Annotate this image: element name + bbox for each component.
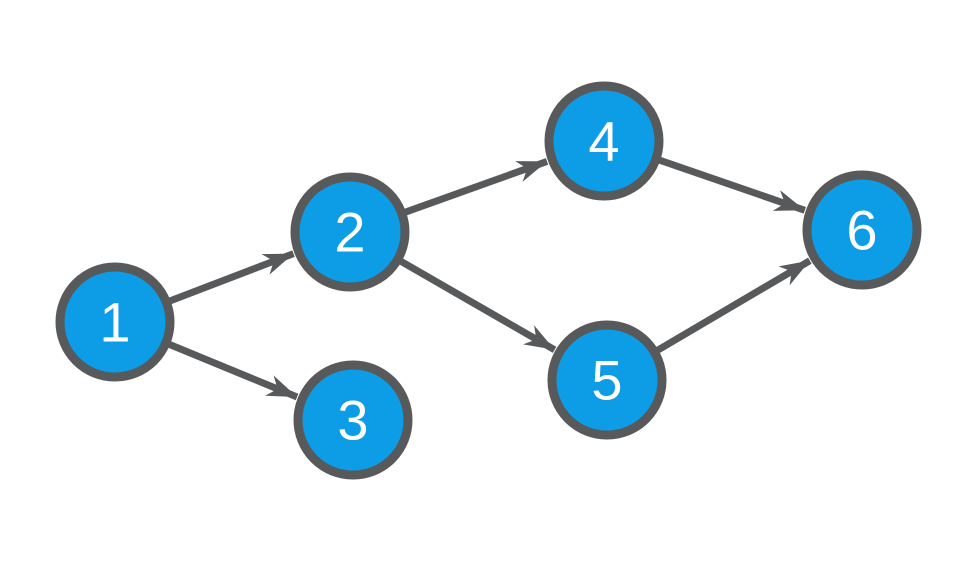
node-5[interactable]: 5 (547, 320, 667, 440)
node-2[interactable]: 2 (290, 172, 410, 292)
node-circle[interactable] (290, 172, 410, 292)
node-circle[interactable] (55, 262, 175, 382)
node-4[interactable]: 4 (544, 81, 664, 201)
node-circle[interactable] (802, 170, 922, 290)
node-6[interactable]: 6 (802, 170, 922, 290)
node-circle[interactable] (544, 81, 664, 201)
node-1[interactable]: 1 (55, 262, 175, 382)
node-3[interactable]: 3 (293, 360, 413, 480)
node-circle[interactable] (293, 360, 413, 480)
node-circle[interactable] (547, 320, 667, 440)
